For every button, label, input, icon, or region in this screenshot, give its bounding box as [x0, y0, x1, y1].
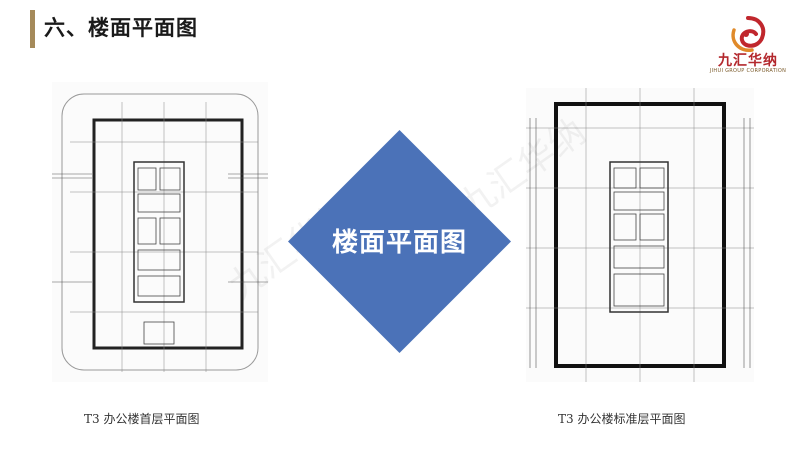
diamond-label: 楼面平面图: [331, 228, 467, 258]
standard-floor-caption: T3 办公楼标准层平面图: [558, 412, 686, 426]
title-accent-bar: [30, 10, 35, 48]
ground-floor-plan-drawing: [52, 82, 268, 382]
page-title: 六、楼面平面图: [44, 16, 198, 40]
ground-floor-caption: T3 办公楼首层平面图: [84, 412, 200, 426]
swirl-logo-icon: [731, 16, 766, 52]
center-diamond: [288, 130, 511, 353]
logo-name: 九汇华纳: [718, 53, 778, 69]
logo-subtitle: JIHUI GROUP CORPORATION: [709, 68, 787, 74]
standard-floor-plan-drawing: [526, 88, 754, 382]
